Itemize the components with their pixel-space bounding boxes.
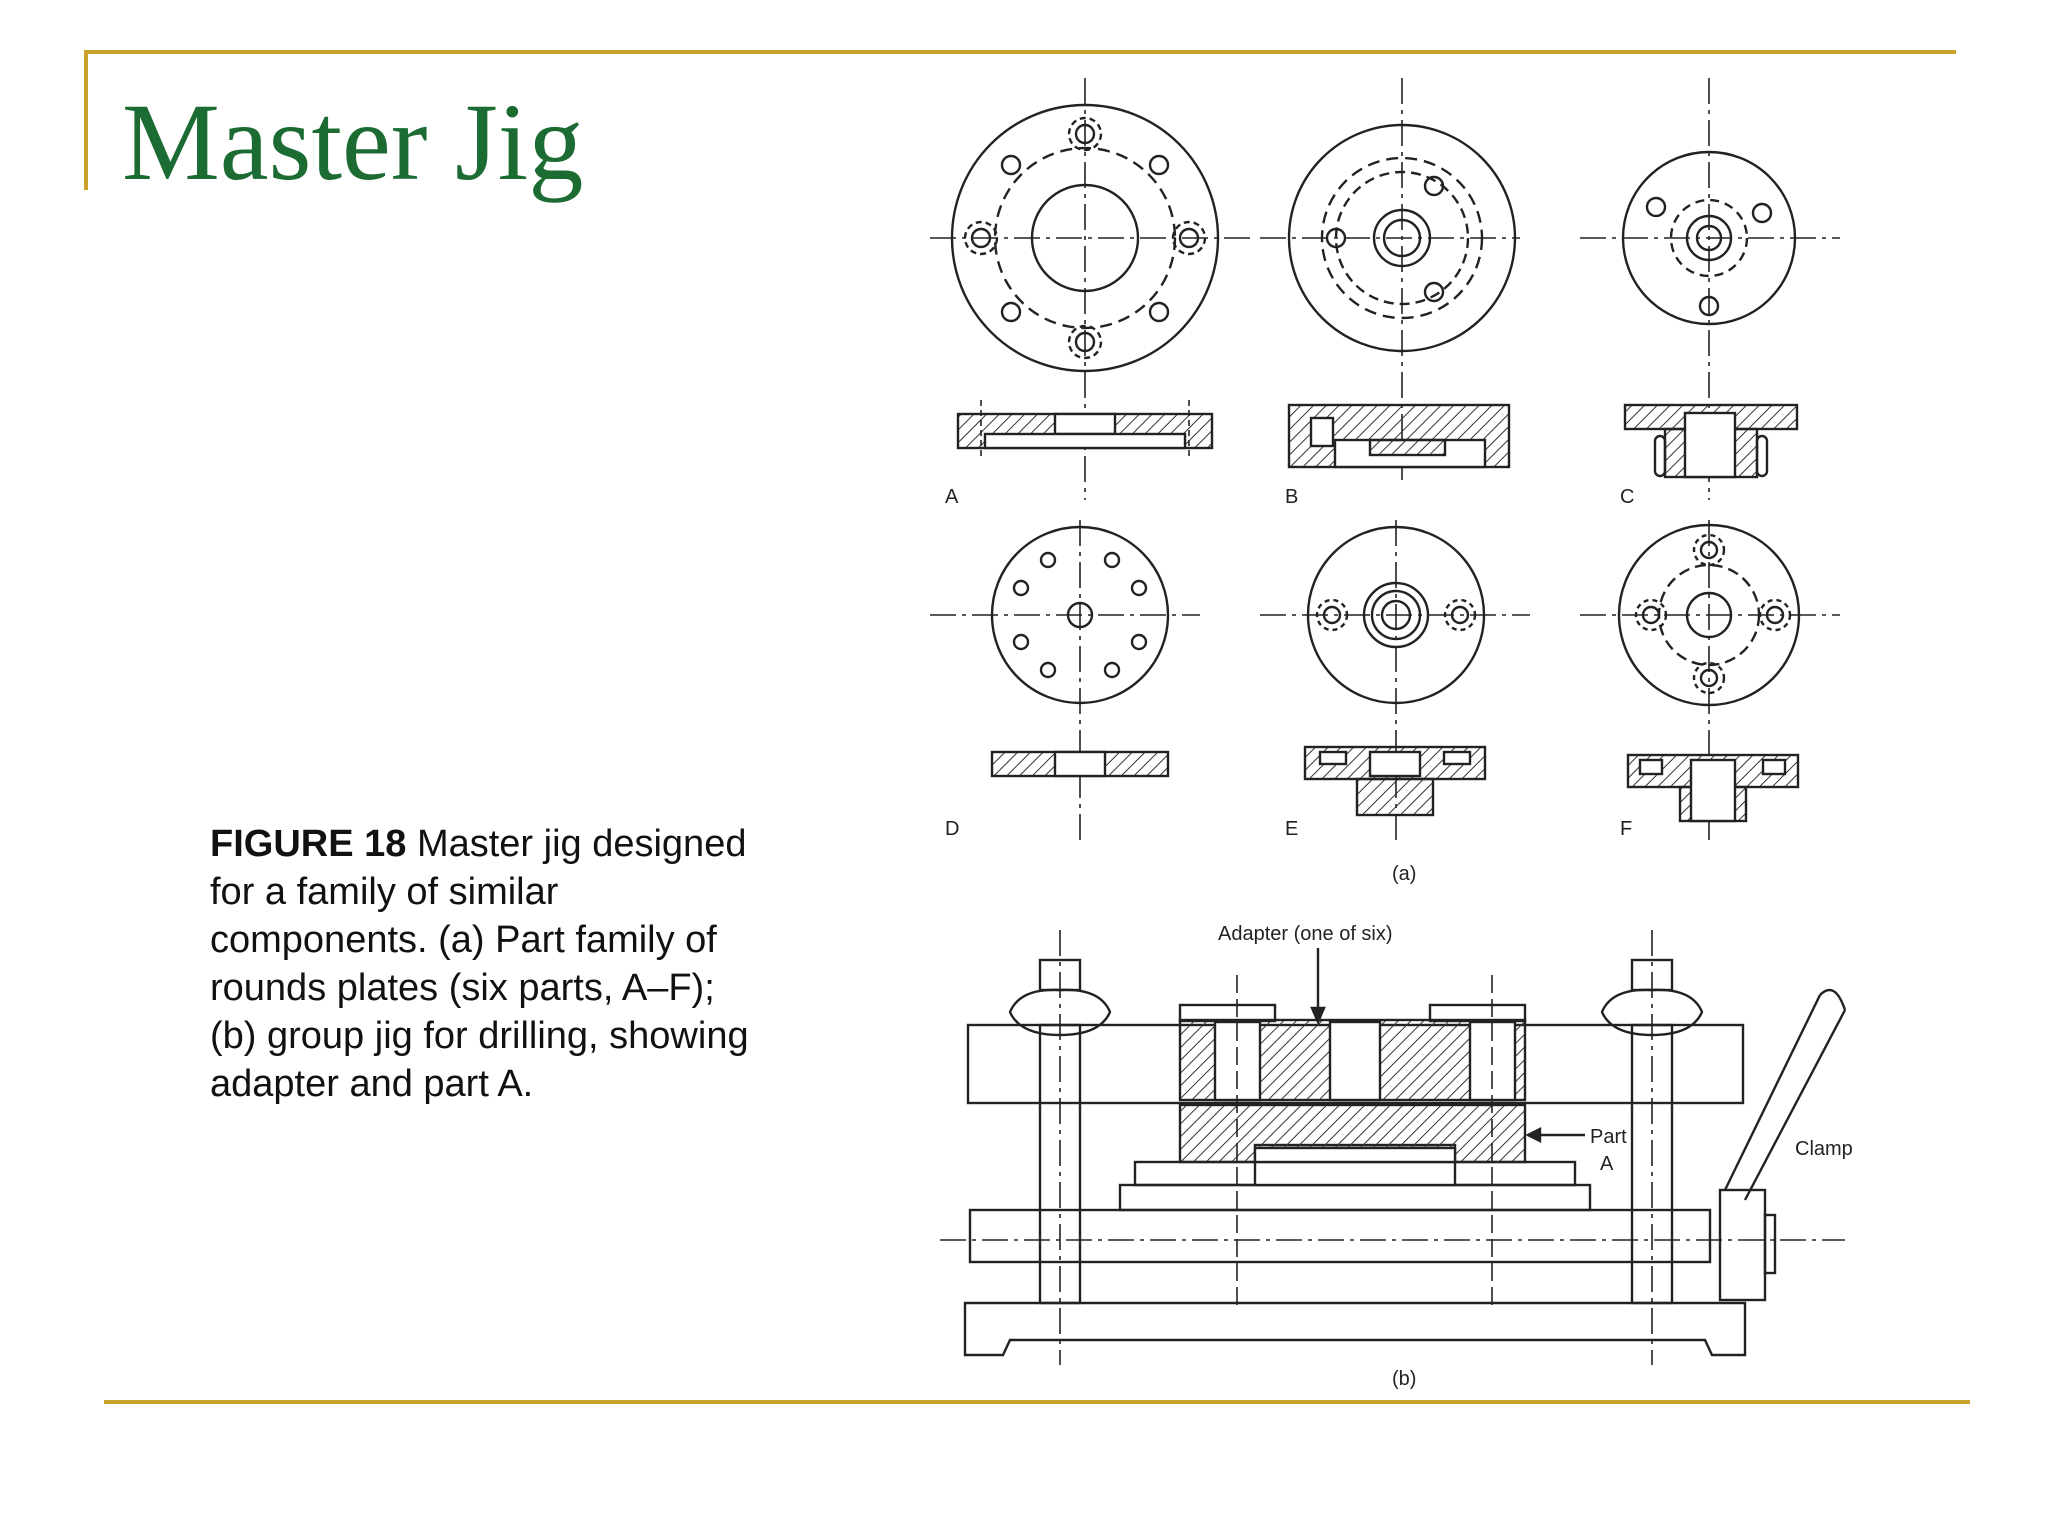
- part-f-plan-view: [1580, 520, 1840, 840]
- part-b-section-view: [1287, 403, 1511, 469]
- part-d-plan-view: [930, 520, 1200, 840]
- part-d-section-view: [990, 750, 1170, 778]
- part-label-a: A: [945, 486, 959, 508]
- adapter-label: Adapter (one of six): [1218, 923, 1393, 945]
- part-label-e: E: [1285, 818, 1298, 840]
- part-e-plan-view: [1260, 520, 1530, 840]
- bottom-rule: [104, 1400, 1970, 1404]
- part-b-plan-view: [1260, 78, 1520, 480]
- part-a-section-view: [956, 400, 1214, 460]
- top-rule: [84, 50, 1956, 54]
- part-label-d: D: [945, 818, 959, 840]
- part-a-label: Part: [1590, 1126, 1627, 1148]
- part-label-c: C: [1620, 486, 1634, 508]
- part-c-section-view: [1623, 403, 1799, 479]
- group-jig-assembly: [940, 930, 1847, 1365]
- subfigure-a-label: (a): [1392, 863, 1416, 885]
- part-label-f: F: [1620, 818, 1632, 840]
- left-rule: [84, 50, 88, 190]
- caption-figure-number: FIGURE 18: [210, 823, 407, 865]
- part-e-section-view: [1303, 745, 1487, 817]
- part-f-section-view: [1626, 753, 1800, 823]
- slide-title: Master Jig: [122, 81, 584, 203]
- part-a-label-letter: A: [1600, 1153, 1614, 1175]
- figure-caption: FIGURE 18 Master jig designed for a fami…: [210, 820, 770, 1108]
- subfigure-b-label: (b): [1392, 1368, 1416, 1390]
- caption-text: Master jig designed for a family of simi…: [210, 823, 749, 1105]
- clamp-label: Clamp: [1795, 1138, 1853, 1160]
- part-label-b: B: [1285, 486, 1298, 508]
